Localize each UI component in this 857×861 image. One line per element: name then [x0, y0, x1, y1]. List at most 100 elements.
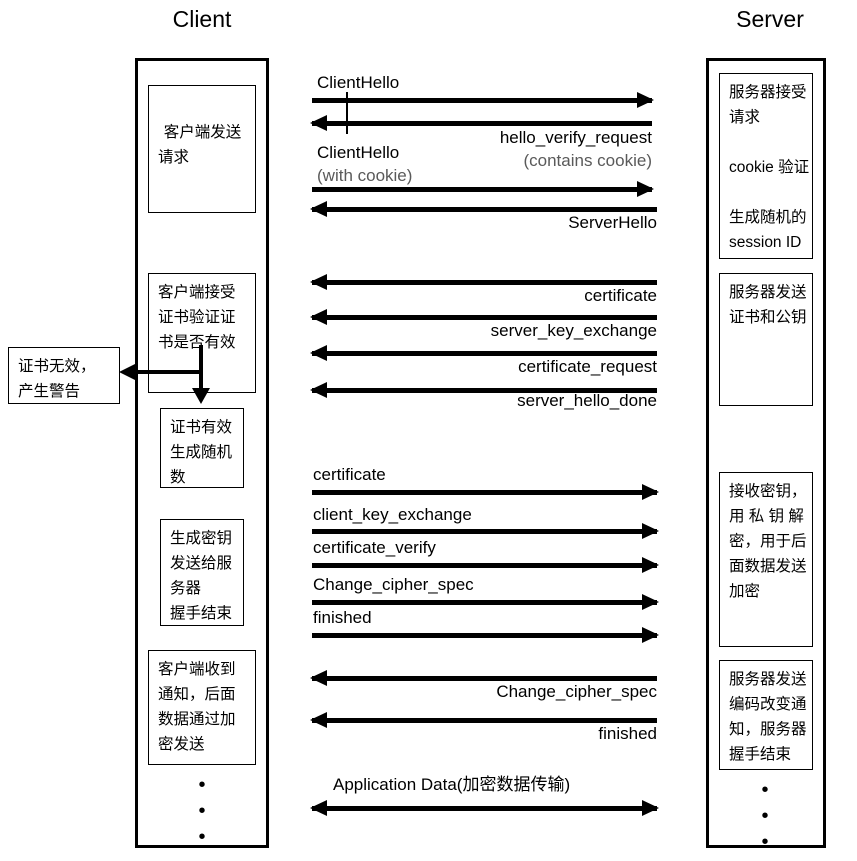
client-box-request: 客户端发送 请求	[148, 85, 256, 213]
client-box-notified-line-4: 密发送	[158, 736, 205, 753]
server-box-accept-request: 服务器接受 请求 cookie 验证 生成随机的 session ID	[719, 73, 813, 259]
server-box-receive-key-line-3: 密，用于后	[729, 533, 807, 550]
alert-arrow-head-icon	[119, 364, 135, 380]
label-finished-client: finished	[313, 608, 372, 627]
label-client-hello-2: ClientHello	[317, 143, 400, 162]
server-box-receive-key-line-5: 加密	[729, 583, 761, 600]
arrow-head-right-icon	[637, 181, 654, 197]
server-box-change-cipher: 服务器发送 编码改变通 知，服务器 握手结束	[719, 660, 813, 770]
server-dot-2: •	[761, 805, 769, 827]
arrow-shaft	[312, 676, 657, 681]
label-certificate-client: certificate	[313, 465, 386, 484]
server-column-title: Server	[736, 6, 804, 32]
label-certificate-request: certificate_request	[518, 357, 657, 376]
client-box-verify-cert-line-3: 书是否有效	[158, 334, 236, 351]
arrow-shaft	[312, 98, 652, 103]
client-box-cert-valid-line-1: 证书有效	[170, 419, 233, 436]
server-dot-1: •	[761, 779, 769, 801]
label-change-cipher-spec-client: Change_cipher_spec	[313, 575, 474, 594]
server-box-accept-spacer-2	[729, 180, 804, 205]
server-box-receive-key-line-2: 用 私 钥 解	[729, 508, 804, 525]
verify-flow-line	[199, 345, 203, 392]
client-box-request-line-1: 客户端发送	[163, 124, 242, 141]
client-box-notified-line-3: 数据通过加	[158, 711, 236, 728]
arrow-head-right-icon	[642, 523, 659, 539]
arrow-shaft	[312, 718, 657, 723]
server-box-change-cipher-line-4: 握手结束	[729, 746, 792, 763]
server-continuation-dots: • • •	[755, 777, 775, 855]
server-box-accept-line-5: session ID	[729, 234, 802, 251]
client-box-notified-line-1: 客户端收到	[158, 661, 236, 678]
label-hello-verify-request-sub: (contains cookie)	[523, 151, 652, 170]
client-box-cert-invalid-alert: 证书无效， 产生警告	[8, 347, 120, 404]
client-dot-2: •	[198, 800, 206, 822]
arrow-shaft	[312, 280, 657, 285]
server-box-change-cipher-line-2: 编码改变通	[729, 696, 807, 713]
label-server-hello-done: server_hello_done	[517, 391, 657, 410]
label-client-key-exchange: client_key_exchange	[313, 505, 472, 524]
client-box-cert-valid-line-2: 生成随机	[170, 444, 233, 461]
label-client-hello-1: ClientHello	[317, 73, 400, 92]
label-server-key-exchange: server_key_exchange	[490, 321, 657, 340]
client-hello-tick-mark	[346, 92, 348, 134]
label-client-hello-2-sub: (with cookie)	[317, 166, 413, 185]
arrow-shaft	[312, 563, 657, 568]
arrow-head-left-icon	[310, 382, 327, 398]
arrow-head-left-icon	[310, 670, 327, 686]
arrow-head-left-icon	[310, 345, 327, 361]
server-box-send-cert: 服务器发送 证书和公钥	[719, 273, 813, 406]
server-box-accept-line-1: 服务器接受	[729, 84, 807, 101]
server-box-send-cert-line-2: 证书和公钥	[729, 309, 807, 326]
alert-line-1: 证书无效，	[18, 358, 96, 375]
client-box-notified-line-2: 通知，后面	[158, 686, 236, 703]
client-box-gen-key-line-2: 发送给服	[170, 555, 233, 572]
arrow-shaft	[312, 600, 657, 605]
arrow-head-right-icon	[642, 557, 659, 573]
client-box-cert-valid-line-3: 数	[170, 469, 186, 486]
client-box-verify-cert-line-1: 客户端接受	[158, 284, 236, 301]
server-box-send-cert-line-1: 服务器发送	[729, 284, 807, 301]
alert-connector-line	[128, 370, 202, 374]
arrow-shaft	[312, 633, 657, 638]
server-box-receive-key-line-4: 面数据发送	[729, 558, 807, 575]
client-box-cert-valid: 证书有效 生成随机 数	[160, 408, 244, 488]
server-box-accept-spacer-1	[729, 130, 804, 155]
client-box-request-line-2: 请求	[158, 149, 190, 166]
server-box-change-cipher-line-3: 知，服务器	[729, 721, 807, 738]
verify-arrow-head-icon	[192, 388, 210, 404]
client-box-gen-key: 生成密钥 发送给服 务器 握手结束	[160, 519, 244, 626]
arrow-head-right-icon	[642, 627, 659, 643]
label-change-cipher-spec-server: Change_cipher_spec	[496, 682, 657, 701]
server-dot-3: •	[761, 831, 769, 853]
arrow-head-left-icon	[310, 309, 327, 325]
client-continuation-dots: • • •	[192, 772, 212, 850]
server-box-receive-key-line-1: 接收密钥，	[729, 483, 807, 500]
server-box-receive-key: 接收密钥， 用 私 钥 解 密，用于后 面数据发送 加密	[719, 472, 813, 647]
client-dot-1: •	[198, 774, 206, 796]
arrow-head-left-icon	[310, 712, 327, 728]
arrow-head-left-icon	[310, 201, 327, 217]
server-box-accept-line-3: cookie 验证	[729, 159, 810, 176]
arrow-head-right-icon	[637, 92, 654, 108]
arrow-shaft	[312, 806, 657, 811]
arrow-shaft	[312, 207, 657, 212]
server-box-change-cipher-line-1: 服务器发送	[729, 671, 807, 688]
client-dot-3: •	[198, 826, 206, 848]
server-box-accept-line-2: 请求	[729, 109, 761, 126]
label-certificate-server: certificate	[584, 286, 657, 305]
label-server-hello: ServerHello	[568, 213, 657, 232]
arrow-head-left-icon	[310, 800, 327, 816]
arrow-shaft	[312, 187, 652, 192]
label-hello-verify-request: hello_verify_request	[499, 128, 652, 147]
server-box-accept-line-4: 生成随机的	[729, 209, 807, 226]
arrow-head-right-icon	[642, 484, 659, 500]
arrow-shaft	[312, 388, 657, 393]
label-finished-server: finished	[598, 724, 657, 743]
client-box-notified: 客户端收到 通知，后面 数据通过加 密发送	[148, 650, 256, 765]
client-column-title: Client	[172, 6, 232, 32]
arrow-head-left-icon	[310, 115, 327, 131]
client-box-verify-cert-line-2: 证书验证证	[158, 309, 236, 326]
arrow-head-left-icon	[310, 274, 327, 290]
arrow-head-right-icon	[642, 594, 659, 610]
